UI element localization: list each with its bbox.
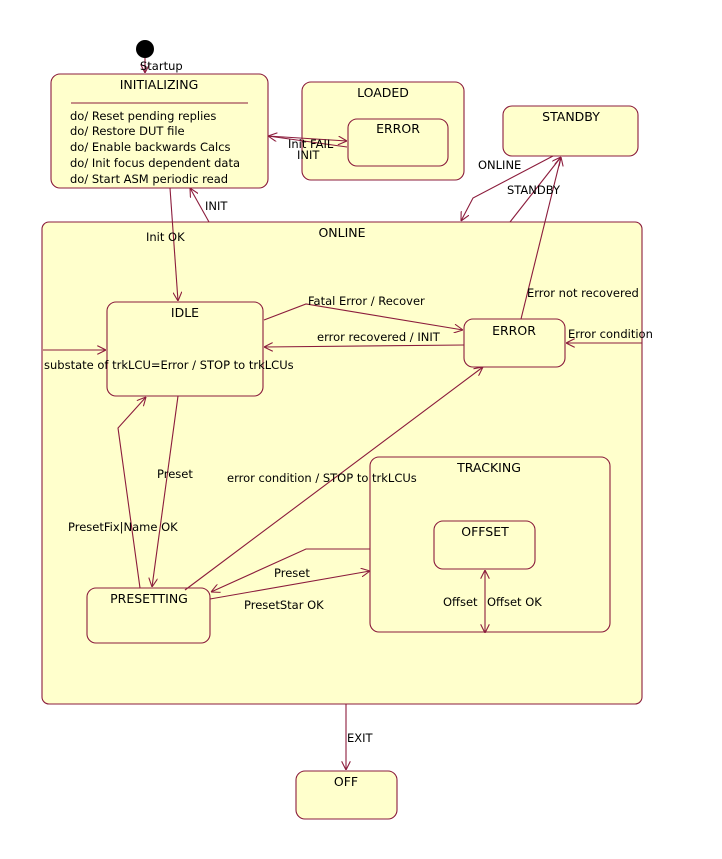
label-startup: Startup [140, 59, 183, 73]
state-initializing-name: INITIALIZING [120, 77, 199, 92]
edge-init-fail [267, 135, 347, 141]
state-loaded-error [347, 118, 449, 167]
edge-error-condition-stop [184, 367, 483, 591]
label-error-condition-stop: error condition / STOP to trkLCUs [227, 471, 417, 485]
edge-error-not-recovered [520, 157, 561, 320]
state-presetting-name: PRESETTING [110, 591, 188, 606]
edge-init-online [190, 188, 210, 223]
state-offset-name: OFFSET [461, 524, 509, 539]
label-fatal-error: Fatal Error / Recover [308, 294, 425, 308]
edge-init-loaded [268, 136, 348, 148]
label-exit: EXIT [347, 731, 374, 745]
state-presetting: PRESETTING [86, 587, 211, 644]
label-preset: Preset [157, 467, 193, 481]
state-idle-name: IDLE [171, 305, 199, 320]
label-init-ok: Init OK [146, 230, 185, 244]
label-preset-star: PresetStar OK [244, 598, 324, 612]
activity-enable-backwards-calcs: do/ Enable backwards Calcs [70, 140, 231, 154]
state-off-name: OFF [334, 774, 358, 789]
label-substate-error: substate of trkLCU=Error / STOP to trkLC… [44, 358, 294, 372]
label-offset: Offset [443, 595, 478, 609]
edge-standby-from-online [509, 157, 561, 223]
label-online-from-standby: ONLINE [478, 158, 521, 172]
edge-init-ok [169, 187, 178, 301]
activity-start-asm-read: do/ Start ASM periodic read [70, 172, 228, 186]
state-loaded-error-name: ERROR [376, 121, 420, 136]
activity-reset-pending-replies: do/ Reset pending replies [70, 109, 216, 123]
label-error-not-recovered: Error not recovered [527, 286, 639, 300]
label-init-online: INIT [205, 199, 228, 213]
label-error-condition: Error condition [568, 327, 653, 341]
state-online-error: ERROR [463, 318, 566, 368]
label-preset-fix: PresetFix|Name OK [68, 520, 178, 534]
activity-init-focus-data: do/ Init focus dependent data [70, 156, 240, 170]
state-initializing: INITIALIZING do/ Reset pending replies d… [50, 73, 269, 189]
state-off: OFF [295, 770, 398, 820]
state-idle: IDLE [106, 301, 264, 397]
edge-error-recovered [264, 345, 465, 347]
edge-fatal-error [263, 303, 463, 330]
state-standby-name: STANDBY [542, 109, 600, 124]
state-tracking: TRACKING OFFSET [369, 456, 611, 633]
label-standby-from-online: STANDBY [507, 183, 561, 197]
state-loaded: LOADED ERROR [301, 81, 465, 181]
state-offset [433, 520, 536, 570]
label-offset-ok: Offset OK [487, 595, 542, 609]
label-init-fail: Init FAIL [288, 137, 334, 151]
state-loaded-name: LOADED [357, 85, 409, 100]
state-tracking-name: TRACKING [456, 460, 521, 475]
edge-preset [152, 395, 179, 587]
edge-preset-fix [117, 397, 146, 589]
state-online-error-name: ERROR [492, 323, 536, 338]
label-preset-track: Preset [274, 566, 310, 580]
initial-node [136, 40, 154, 58]
activity-restore-dut-file: do/ Restore DUT file [70, 124, 185, 138]
label-error-recovered: error recovered / INIT [317, 330, 441, 344]
state-online-name: ONLINE [318, 225, 365, 240]
edge-online-from-standby [461, 155, 554, 221]
edge-preset-star [211, 548, 370, 592]
state-standby: STANDBY [502, 105, 639, 157]
edge-preset-track [209, 571, 370, 600]
label-init-loaded: INIT [297, 148, 320, 162]
